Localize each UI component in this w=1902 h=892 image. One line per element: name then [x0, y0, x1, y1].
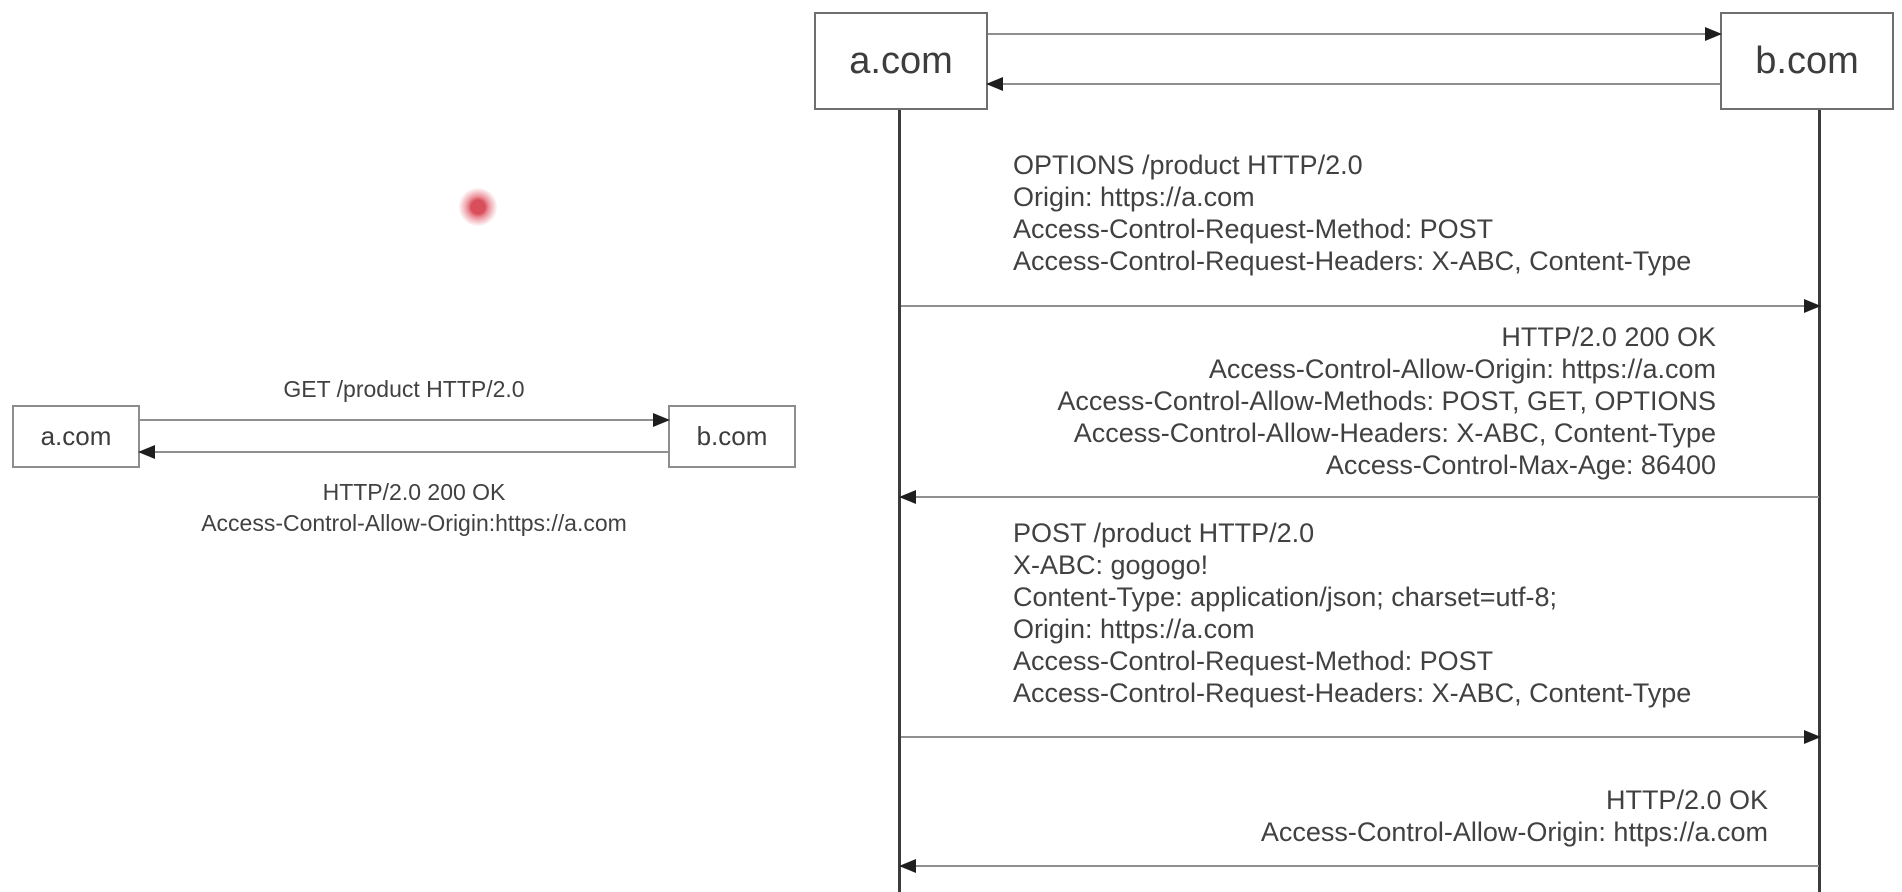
main-request-arrow [901, 730, 1821, 744]
text-line: Content-Type: application/json; charset=… [1013, 582, 1558, 612]
text-line: Access-Control-Request-Method: POST [1013, 646, 1494, 676]
text-line: Origin: https://a.com [1013, 182, 1255, 212]
seq-actor-b-label: b.com [1755, 39, 1859, 82]
get-request-label: GET /product HTTP/2.0 [283, 376, 525, 402]
text-line: Access-Control-Allow-Origin:https://a.co… [201, 510, 627, 536]
text-line: Access-Control-Allow-Origin: https://a.c… [1208, 354, 1716, 384]
text-line: OPTIONS /product HTTP/2.0 [1013, 150, 1363, 180]
text-line: HTTP/2.0 200 OK [1501, 322, 1716, 352]
main-response-text: HTTP/2.0 OK Access-Control-Allow-Origin:… [1261, 784, 1768, 848]
preflight-response-text: HTTP/2.0 200 OK Access-Control-Allow-Ori… [1057, 321, 1716, 481]
text-line: Access-Control-Allow-Methods: POST, GET,… [1057, 386, 1716, 416]
text-line: POST /product HTTP/2.0 [1013, 518, 1315, 548]
text-line: Access-Control-Allow-Headers: X-ABC, Con… [1073, 418, 1716, 448]
text-line: Access-Control-Request-Headers: X-ABC, C… [1013, 678, 1692, 708]
top-request-arrow [988, 27, 1722, 41]
seq-actor-a-label: a.com [849, 39, 953, 82]
preflight-request-arrow [901, 299, 1821, 313]
text-line: Access-Control-Request-Method: POST [1013, 214, 1494, 244]
left-actor-box-a: a.com [12, 405, 140, 468]
text-line: Access-Control-Allow-Origin: https://a.c… [1260, 817, 1768, 847]
text-line: HTTP/2.0 OK [1605, 785, 1768, 815]
main-request-text: POST /product HTTP/2.0 X-ABC: gogogo! Co… [1013, 517, 1691, 709]
text-line: X-ABC: gogogo! [1013, 550, 1209, 580]
left-response-arrow [138, 445, 668, 459]
main-response-arrow [899, 859, 1819, 873]
laser-pointer-dot [459, 188, 497, 226]
preflight-response-arrow [899, 490, 1819, 504]
left-actor-b-label: b.com [696, 421, 768, 451]
preflight-request-text: OPTIONS /product HTTP/2.0 Origin: https:… [1013, 149, 1691, 277]
left-request-arrow [140, 413, 670, 427]
seq-actor-box-a: a.com [814, 12, 988, 110]
text-line: HTTP/2.0 200 OK [322, 479, 506, 505]
seq-actor-box-b: b.com [1720, 12, 1894, 110]
text-line: Access-Control-Request-Headers: X-ABC, C… [1013, 246, 1692, 276]
top-response-arrow [986, 77, 1720, 91]
lifeline-b [1818, 110, 1821, 892]
left-response-text: HTTP/2.0 200 OK Access-Control-Allow-Ori… [140, 477, 688, 539]
left-actor-box-b: b.com [668, 405, 796, 468]
text-line: Access-Control-Max-Age: 86400 [1325, 450, 1716, 480]
text-line: Origin: https://a.com [1013, 614, 1255, 644]
left-actor-a-label: a.com [40, 421, 112, 451]
